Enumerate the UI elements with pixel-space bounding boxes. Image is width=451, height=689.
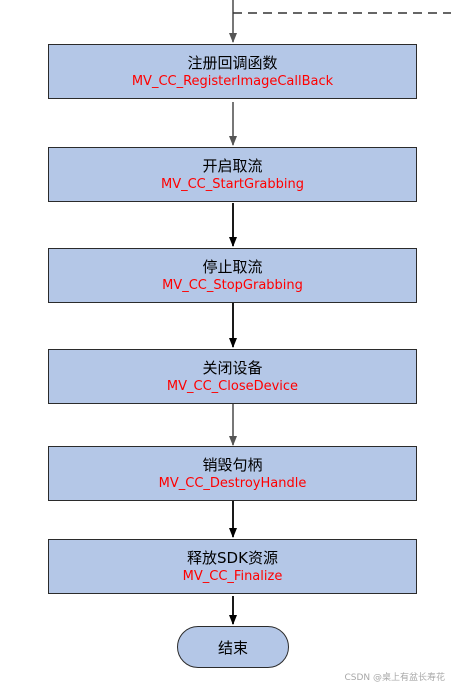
step-start-grabbing: 开启取流 MV_CC_StartGrabbing [48,147,417,202]
step-title: 关闭设备 [202,358,263,377]
step-stop-grabbing: 停止取流 MV_CC_StopGrabbing [48,248,417,303]
step-finalize-sdk: 释放SDK资源 MV_CC_Finalize [48,539,417,594]
end-terminator: 结束 [177,626,289,668]
step-title: 停止取流 [202,257,263,276]
step-destroy-handle: 销毁句柄 MV_CC_DestroyHandle [48,446,417,501]
step-api-name: MV_CC_CloseDevice [166,378,299,394]
step-api-name: MV_CC_StartGrabbing [160,176,304,192]
step-close-device: 关闭设备 MV_CC_CloseDevice [48,349,417,404]
step-api-name: MV_CC_Finalize [182,568,283,584]
step-register-callback: 注册回调函数 MV_CC_RegisterImageCallBack [48,44,417,99]
step-title: 销毁句柄 [202,455,263,474]
step-api-name: MV_CC_StopGrabbing [162,277,303,293]
step-api-name: MV_CC_RegisterImageCallBack [131,73,334,89]
step-title: 开启取流 [202,156,263,175]
watermark-text: CSDN @桌上有盆长寿花 [344,673,445,683]
end-label: 结束 [217,638,248,657]
step-api-name: MV_CC_DestroyHandle [158,475,307,491]
step-title: 释放SDK资源 [187,548,278,567]
step-title: 注册回调函数 [187,53,278,72]
